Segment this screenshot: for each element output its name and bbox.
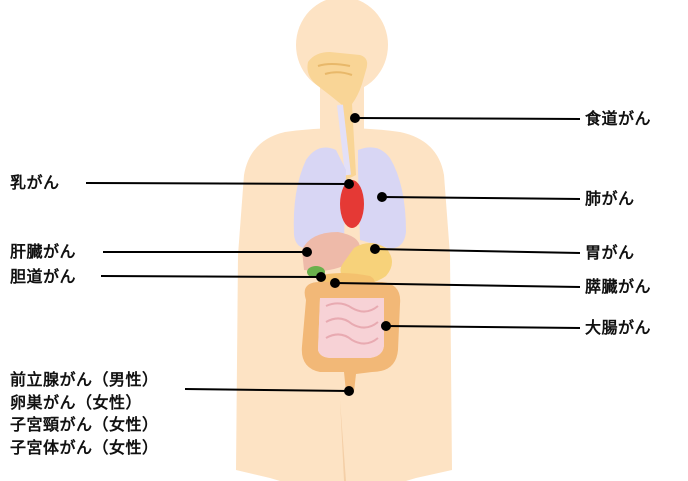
reproductive-cancer-list: 前立腺がん（男性） 卵巣がん（女性） 子宮頸がん（女性） 子宮体がん（女性） — [10, 369, 159, 459]
dot-gallbladder — [316, 272, 326, 282]
label-endometrial-cancer: 子宮体がん（女性） — [10, 437, 159, 460]
label-liver-cancer: 肝臓がん — [10, 242, 76, 262]
dot-lung — [377, 192, 387, 202]
label-cervical-cancer: 子宮頸がん（女性） — [10, 414, 159, 437]
dot-esophagus — [350, 113, 360, 123]
label-lung-cancer: 肺がん — [585, 189, 635, 209]
label-stomach-cancer: 胃がん — [585, 243, 635, 263]
label-esophagus-cancer: 食道がん — [585, 109, 651, 129]
dot-stomach — [370, 244, 380, 254]
label-prostate-cancer: 前立腺がん（男性） — [10, 369, 159, 392]
dot-colon — [381, 321, 391, 331]
leader-breast — [86, 183, 349, 184]
dot-breast — [344, 179, 354, 189]
leader-esophagus — [355, 118, 580, 119]
leader-gallbladder — [101, 276, 321, 277]
dot-pancreas — [330, 278, 340, 288]
dot-liver — [302, 247, 312, 257]
label-breast-cancer: 乳がん — [10, 173, 60, 193]
dot-reproductive — [344, 386, 354, 396]
label-biliary-cancer: 胆道がん — [10, 267, 76, 287]
label-ovarian-cancer: 卵巣がん（女性） — [10, 392, 159, 415]
label-pancreatic-cancer: 膵臓がん — [585, 277, 651, 297]
label-colorectal-cancer: 大腸がん — [585, 318, 651, 338]
